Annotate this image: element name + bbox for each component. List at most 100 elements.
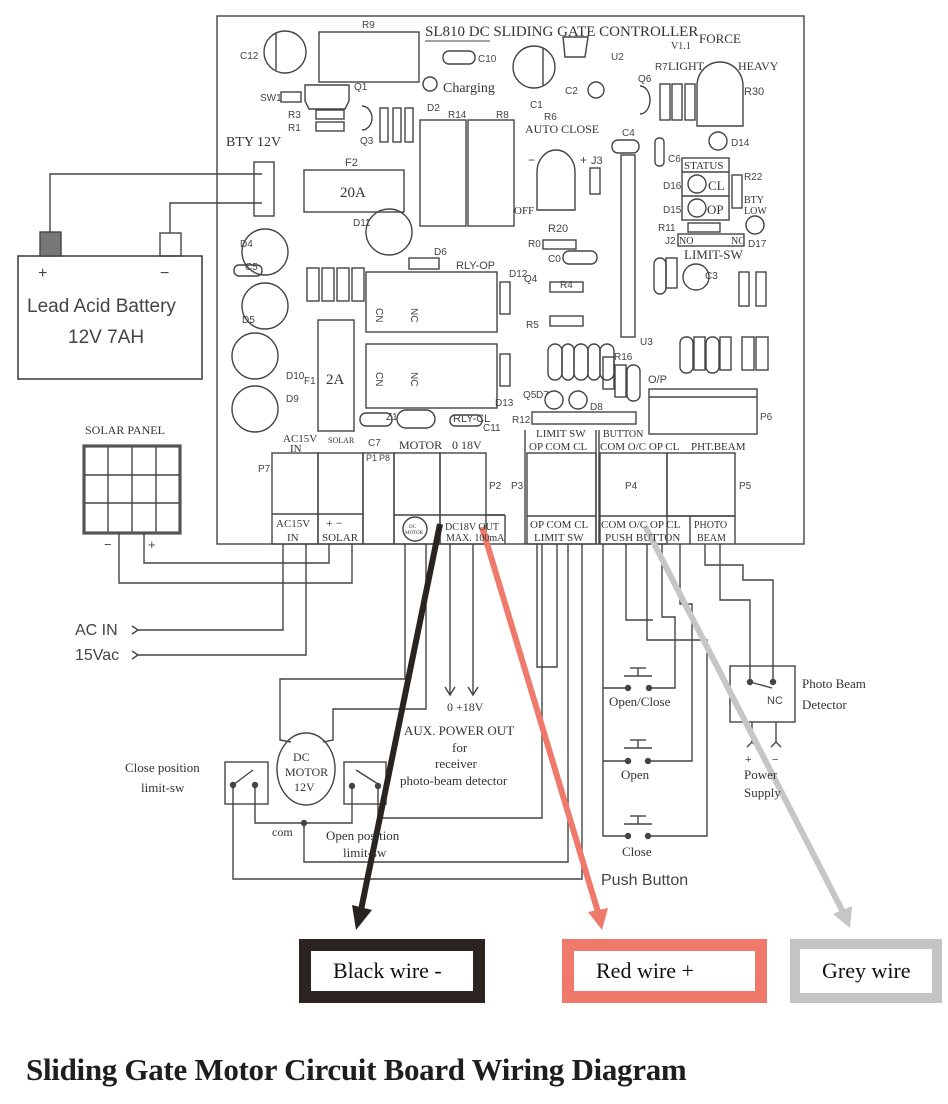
- diagram-label: −: [104, 537, 112, 552]
- diagram-label: HEAVY: [738, 59, 779, 73]
- diagram-label: R14: [448, 110, 467, 121]
- diagram-shape: [671, 83, 683, 121]
- diagram-shape: [322, 544, 427, 743]
- aux-power-label: AUX. POWER OUT: [404, 723, 514, 738]
- diagram-label: C11: [483, 423, 501, 434]
- diagram-shape: [444, 686, 456, 697]
- diagram-label: OP COM CL: [530, 519, 589, 531]
- diagram-shape: [693, 336, 706, 371]
- board-title: SL810 DC SLIDING GATE CONTROLLER: [425, 24, 698, 40]
- diagram-shape: [755, 336, 769, 371]
- diagram-label: 12V: [294, 780, 315, 794]
- open-limit-label: Open position: [326, 828, 400, 843]
- diagram-label: MAX. 100mA: [446, 533, 505, 544]
- diagram-shape: [599, 343, 615, 381]
- diagram-label: Supply: [744, 785, 781, 800]
- diagram-shape: [317, 319, 355, 432]
- diagram-label: J2: [665, 236, 676, 247]
- diagram-shape: [352, 905, 372, 930]
- diagram-label: C2: [565, 86, 578, 97]
- diagram-label: R30: [744, 86, 764, 98]
- diagram-label: −: [160, 265, 169, 282]
- diagram-shape: [626, 364, 641, 402]
- diagram-label: LIMIT SW: [536, 428, 586, 440]
- legend-black-wire: Black wire -: [299, 939, 485, 1003]
- terminal-p2: [439, 452, 487, 545]
- diagram-label: R3: [288, 110, 301, 121]
- diagram-label: com: [272, 825, 293, 839]
- diagram-label: 0 18V: [452, 438, 482, 452]
- diagram-label: U2: [611, 52, 624, 63]
- diagram-label: AC15V: [283, 433, 317, 445]
- diagram-shape: [624, 757, 632, 765]
- diagram-label: Q4: [524, 274, 538, 285]
- diagram-shape: [687, 222, 721, 233]
- diagram-shape: [355, 769, 379, 785]
- ac-in-wire-2: [138, 544, 307, 656]
- diagram-shape: [315, 109, 345, 120]
- diagram-label: V1.1: [671, 41, 691, 52]
- diagram-label: P4: [625, 481, 638, 492]
- diagram-label: D2: [427, 103, 440, 114]
- diagram-shape: [684, 83, 696, 121]
- diagram-label: COM O/C OP CL: [601, 519, 681, 531]
- diagram-label: C0: [548, 254, 561, 265]
- diagram-shape: [131, 650, 140, 660]
- open-limit-switch: [343, 761, 387, 805]
- diagram-shape: [231, 385, 279, 433]
- diagram-label: R7: [655, 62, 668, 73]
- board-labels: SL810 DC SLIDING GATE CONTROLLER V1.1 FO…: [226, 20, 779, 544]
- diagram-label: BTY: [744, 195, 764, 206]
- legend-grey-wire-label: Grey wire: [822, 958, 911, 983]
- diagram-shape: [587, 343, 601, 381]
- pcb-board: [216, 15, 805, 545]
- force-pot: [696, 61, 744, 127]
- diagram-shape: [562, 250, 598, 265]
- diagram-label: + −: [326, 516, 343, 530]
- legend-red-wire-label: Red wire +: [596, 958, 694, 983]
- diagram-label: P8: [379, 453, 390, 463]
- diagram-shape: [467, 119, 515, 227]
- battery-body: [17, 255, 203, 380]
- diagram-label: C5: [245, 262, 258, 273]
- diagram-label: C3: [705, 271, 718, 282]
- diagram-label: STATUS: [684, 160, 723, 172]
- diagram-shape: [731, 174, 743, 209]
- photo-beam-label: Photo Beam: [802, 676, 866, 691]
- diagram-shape: [549, 315, 584, 327]
- diagram-label: MOTOR: [405, 531, 424, 536]
- status-panel: [681, 157, 730, 221]
- legend-grey-wire: Grey wire: [790, 939, 942, 1003]
- diagram-shape: [422, 76, 438, 92]
- diagram-label: D8: [590, 402, 603, 413]
- diagram-shape: [614, 364, 627, 398]
- diagram-label: LIMIT SW: [534, 532, 584, 544]
- diagram-label: +: [580, 153, 587, 167]
- diagram-label: +: [745, 754, 751, 766]
- diagram-label: 0 +18V: [447, 700, 484, 714]
- diagram-shape: [402, 516, 428, 542]
- diagram-label: LIGHT: [668, 59, 705, 73]
- diagram-label: R22: [744, 172, 763, 183]
- diagram-label: P2: [489, 481, 502, 492]
- diagram-shape: [642, 524, 846, 914]
- diagram-shape: [280, 91, 302, 103]
- diagram-shape: [306, 267, 320, 302]
- diagram-label: D12: [509, 269, 528, 280]
- diagram-label: OP: [707, 202, 724, 217]
- diagram-label: R1: [288, 123, 301, 134]
- diagram-shape: [396, 409, 436, 429]
- diagram-label: SOLAR: [328, 436, 355, 445]
- diagram-shape: [479, 526, 601, 913]
- battery-positive-wire: [49, 173, 262, 232]
- diagram-label: C1: [530, 100, 543, 111]
- diagram-shape: [336, 267, 350, 302]
- diagram-label: CN: [373, 372, 384, 386]
- diagram-shape: [568, 390, 588, 410]
- diagram-shape: [404, 107, 414, 143]
- diagram-label: D6: [434, 247, 447, 258]
- diagram-label: D5: [242, 315, 255, 326]
- diagram-label: −: [528, 153, 535, 167]
- diagram-label: R5: [526, 320, 539, 331]
